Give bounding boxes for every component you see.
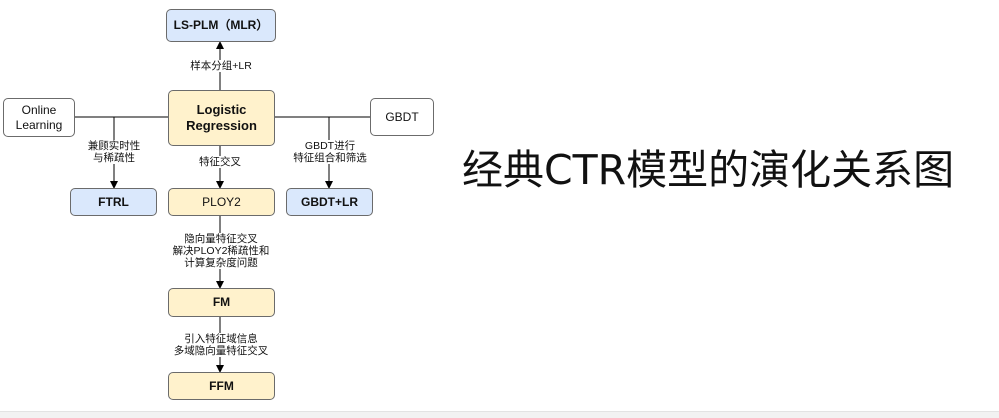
- edge-label-online-to-ftrl: 兼顾实时性 与稀疏性: [82, 140, 146, 164]
- edge-label-poly2-to-fm: 隐向量特征交叉 解决PLOY2稀疏性和 计算复杂度问题: [168, 233, 274, 269]
- node-ffm: FFM: [168, 372, 275, 400]
- edge-label-gbdt-to-gbdtlr: GBDT进行 特征组合和筛选: [290, 140, 370, 164]
- node-logistic-regression: Logistic Regression: [168, 90, 275, 146]
- node-fm: FM: [168, 288, 275, 317]
- edge-label-fm-to-ffm: 引入特征域信息 多域隐向量特征交叉: [168, 333, 274, 357]
- node-gbdt-lr: GBDT+LR: [286, 188, 373, 216]
- bottom-scroll-bar: [0, 411, 999, 418]
- node-lsplm: LS-PLM（MLR）: [166, 9, 276, 42]
- edge-label-lr-to-lsplm: 样本分组+LR: [186, 60, 256, 72]
- node-ftrl: FTRL: [70, 188, 157, 216]
- node-online-learning: Online Learning: [3, 98, 75, 137]
- diagram-title: 经典CTR模型的演化关系图: [462, 146, 955, 194]
- node-ploy2: PLOY2: [168, 188, 275, 216]
- edge-label-lr-to-poly2: 特征交叉: [194, 156, 246, 168]
- node-gbdt: GBDT: [370, 98, 434, 136]
